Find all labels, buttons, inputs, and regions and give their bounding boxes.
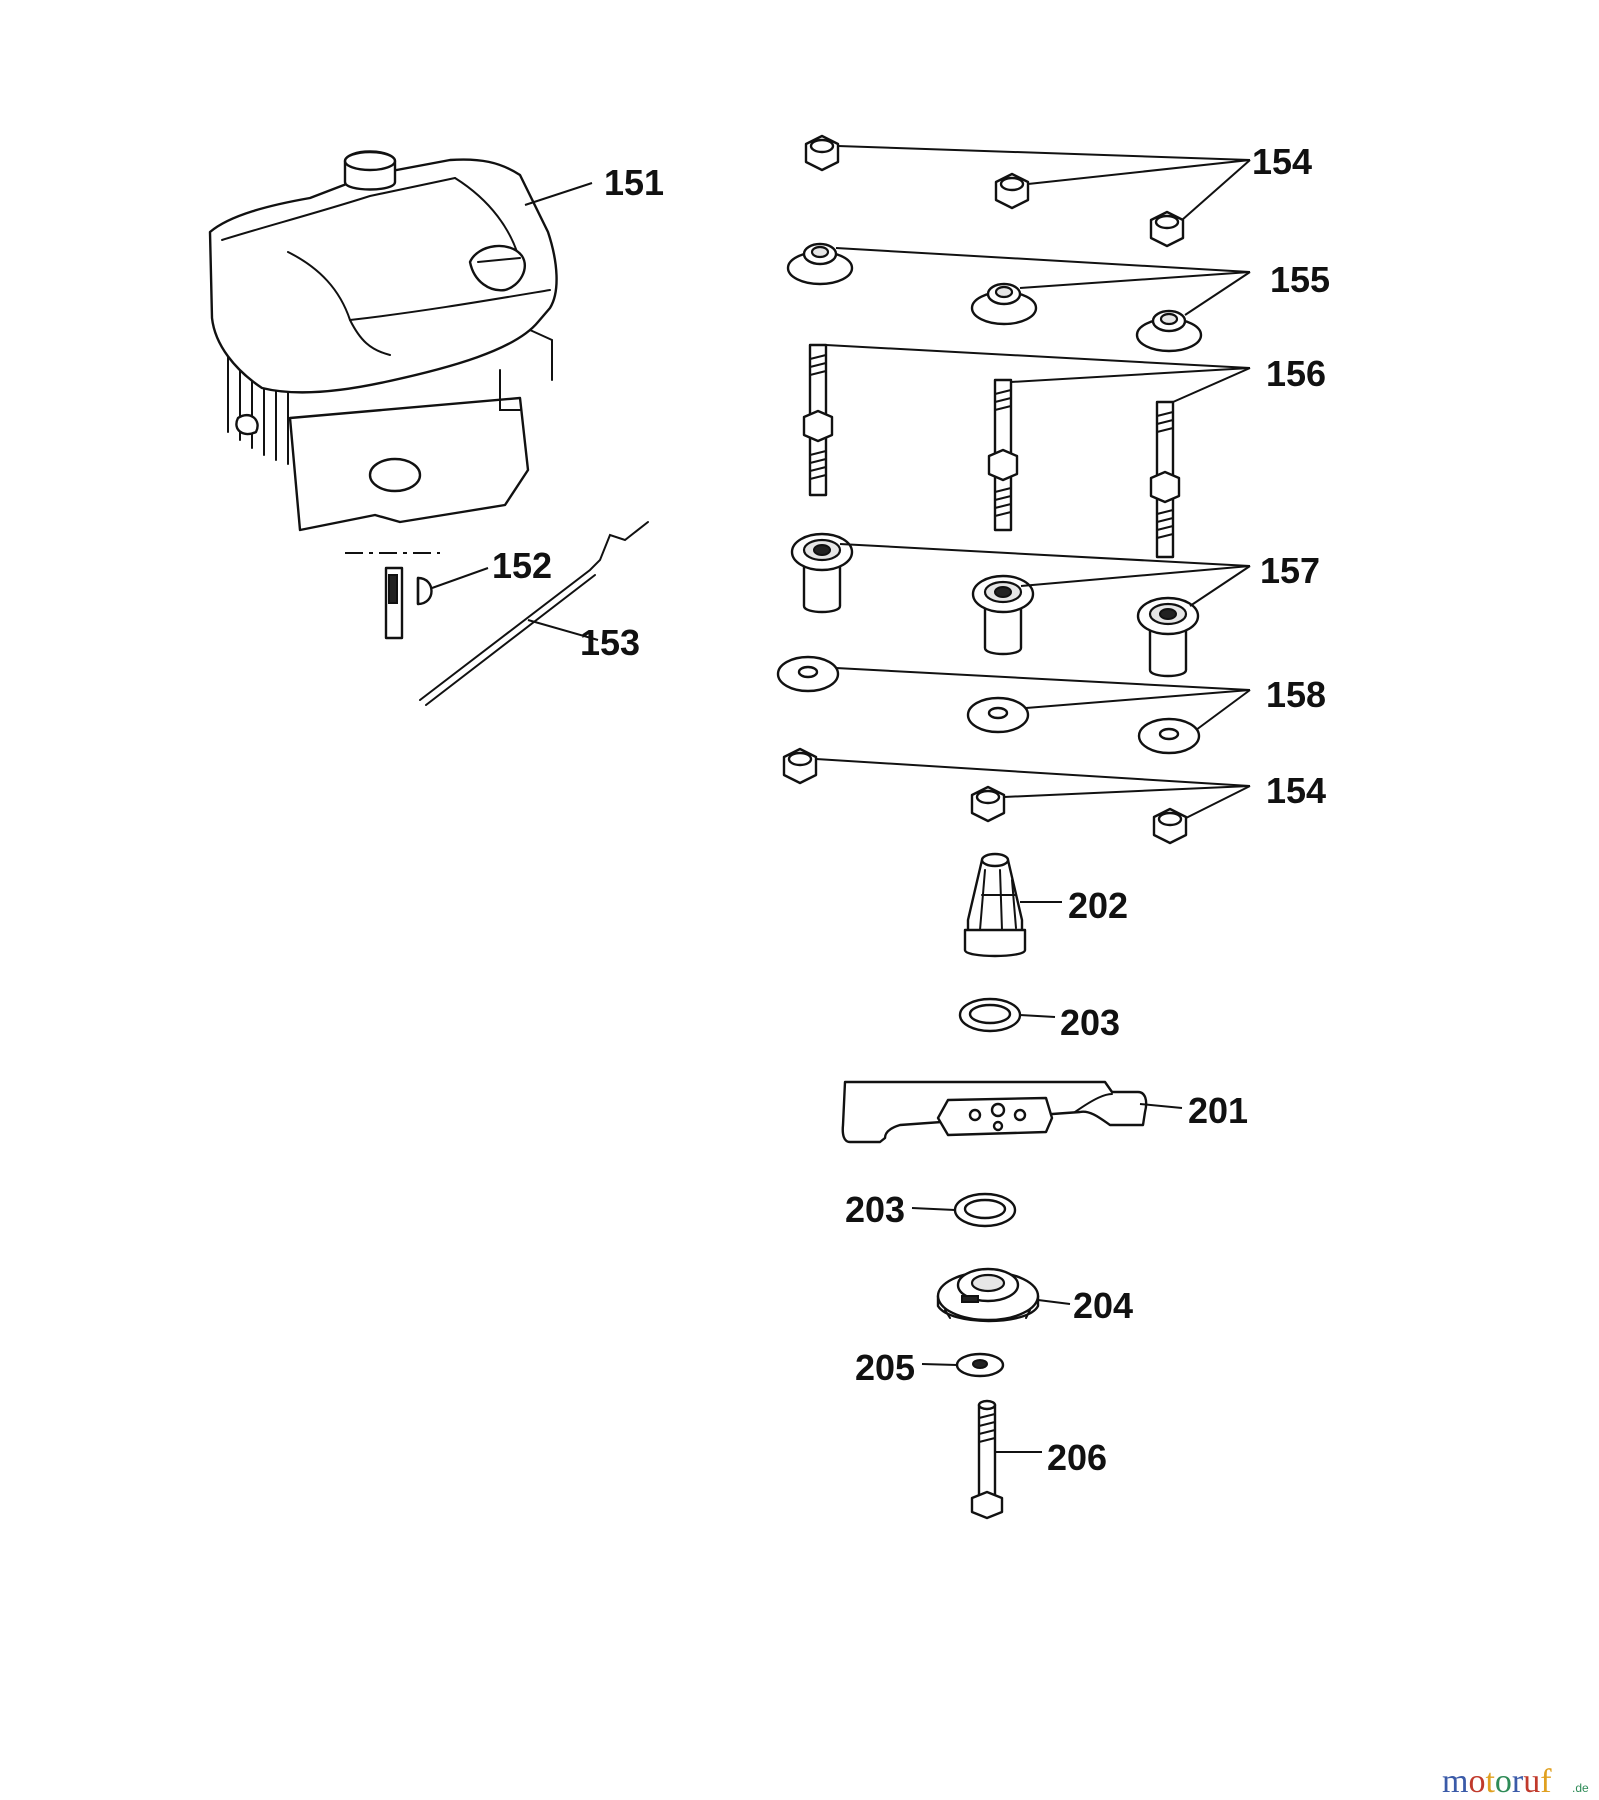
nuts-154-top [804,134,1185,248]
cable-153 [419,521,649,706]
shaft-key-152 [345,552,440,640]
callout-152: 152 [492,545,552,586]
bushings-157 [790,532,1200,678]
studs-156 [802,343,1181,559]
callout-203-lower: 203 [845,1189,905,1230]
washer-205 [955,1352,1005,1378]
watermark-suffix: .de [1572,1781,1589,1795]
spring-washer-203-lower [953,1192,1017,1228]
callout-201: 201 [1188,1090,1248,1131]
callout-151: 151 [604,162,664,203]
spring-washer-203-upper [958,997,1022,1033]
callout-157: 157 [1260,550,1320,591]
svg-text:motoruf: motoruf [1442,1763,1552,1800]
watermark-logo: motoruf .de [1442,1763,1589,1800]
callout-155: 155 [1270,259,1330,300]
callout-205: 205 [855,1347,915,1388]
engine-151 [208,150,558,532]
washers-158 [776,655,1201,755]
callout-206: 206 [1047,1437,1107,1478]
callout-204: 204 [1073,1285,1133,1326]
blade-201 [841,1080,1148,1144]
callout-numbers: 151 152 153 154 155 156 157 158 154 202 … [492,141,1330,1478]
callout-202: 202 [1068,885,1128,926]
callout-156: 156 [1266,353,1326,394]
callout-203-upper: 203 [1060,1002,1120,1043]
nuts-154-bottom [782,747,1188,845]
blade-adapter-202 [963,852,1027,958]
callout-158: 158 [1266,674,1326,715]
callout-154-bottom: 154 [1266,770,1326,811]
leader-lines [431,145,1251,1453]
callout-154-top: 154 [1252,141,1312,182]
callout-153: 153 [580,622,640,663]
collars-155 [786,242,1203,353]
blade-carrier-204 [936,1267,1040,1323]
bolt-206 [970,1399,1004,1520]
